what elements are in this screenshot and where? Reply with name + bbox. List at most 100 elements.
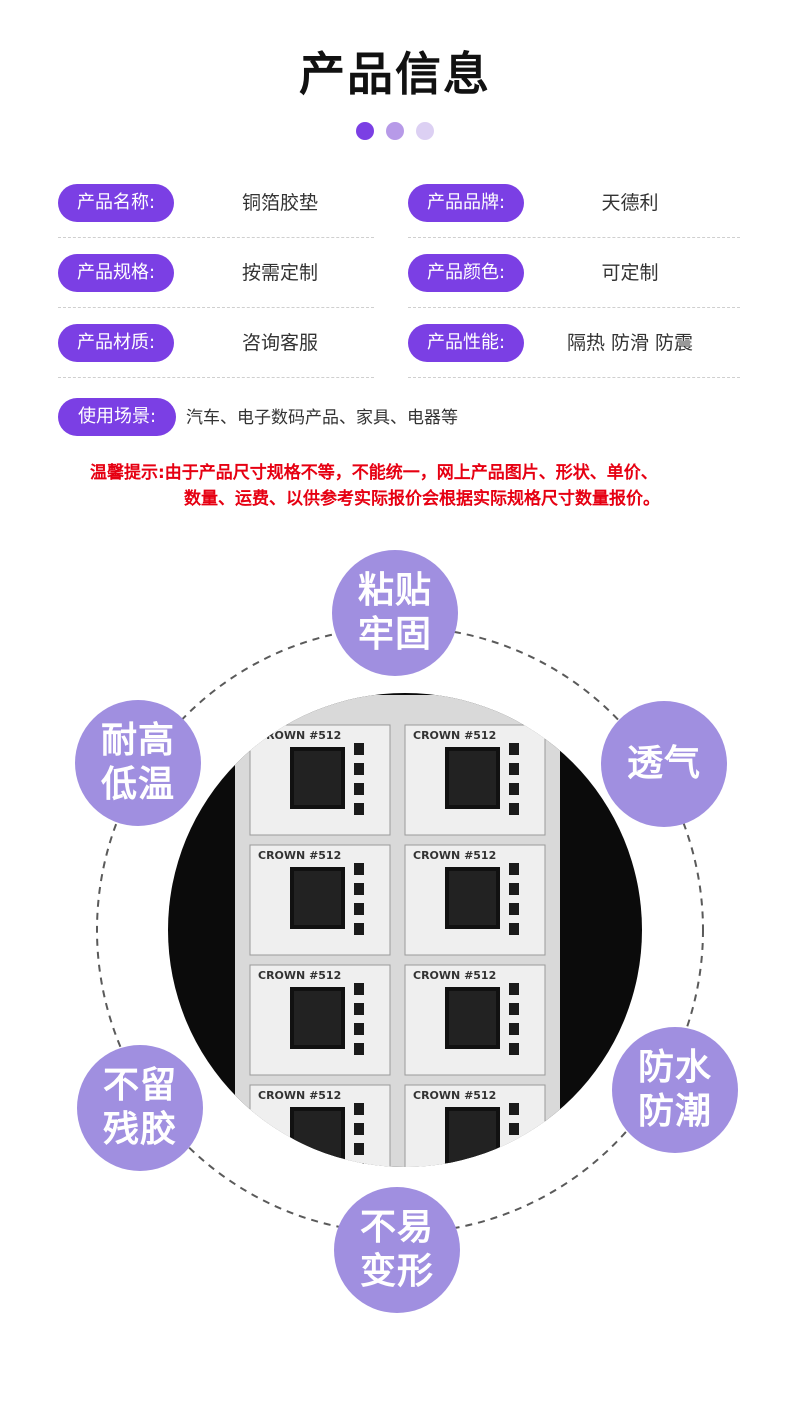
gasket-slot bbox=[509, 883, 519, 895]
gasket-slot bbox=[354, 1043, 364, 1055]
spec-row-2: 产品规格: 按需定制 产品颜色: 可定制 bbox=[58, 252, 740, 322]
notice-line-2: 数量、运费、以供参考实际报价会根据实际规格尺寸数量报价。 bbox=[184, 489, 660, 509]
gasket-window-inner bbox=[449, 751, 496, 805]
spec-label-name: 产品名称: bbox=[58, 184, 174, 222]
gasket-print-text: CROWN #512 bbox=[258, 969, 341, 982]
gasket-slot bbox=[354, 1023, 364, 1035]
gasket-slot bbox=[509, 803, 519, 815]
gasket-window-inner bbox=[294, 871, 341, 925]
gasket-slot bbox=[354, 803, 364, 815]
spec-value-usage: 汽车、电子数码产品、家具、电器等 bbox=[186, 408, 458, 428]
gasket-slot bbox=[354, 1163, 364, 1167]
gasket-slot bbox=[509, 1023, 519, 1035]
gasket-slot bbox=[509, 763, 519, 775]
feature-text: 防潮 bbox=[637, 1091, 712, 1132]
feature-text: 透气 bbox=[626, 743, 701, 784]
gasket-slot bbox=[509, 923, 519, 935]
gasket-print-text: CROWN #512 bbox=[413, 729, 496, 742]
gasket-slot bbox=[354, 763, 364, 775]
feature-bubble-adhesion: 粘贴 牢固 bbox=[332, 550, 458, 676]
feature-text: 低温 bbox=[100, 764, 175, 805]
feature-text: 变形 bbox=[359, 1251, 434, 1292]
gasket-window-inner bbox=[294, 1111, 341, 1165]
gasket-print-text: CROWN #512 bbox=[258, 729, 341, 742]
gasket-print-text: CROWN #512 bbox=[258, 849, 341, 862]
gasket-print-text: CROWN #512 bbox=[413, 849, 496, 862]
spec-label-usage: 使用场景: bbox=[58, 398, 176, 436]
feature-text: 不易 bbox=[359, 1207, 434, 1248]
notice-line-1: 温馨提示:由于产品尺寸规格不等，不能统一，网上产品图片、形状、单价、 bbox=[90, 463, 658, 483]
gasket-slot bbox=[354, 743, 364, 755]
divider bbox=[58, 307, 374, 308]
feature-text: 牢固 bbox=[357, 614, 432, 655]
spec-label-brand: 产品品牌: bbox=[408, 184, 524, 222]
dot-3 bbox=[416, 122, 434, 140]
gasket-slot bbox=[509, 983, 519, 995]
gasket-slot bbox=[354, 903, 364, 915]
gasket-slot bbox=[509, 1143, 519, 1155]
spec-label-material: 产品材质: bbox=[58, 324, 174, 362]
gasket-print-text: CROWN #512 bbox=[258, 1089, 341, 1102]
title-dots bbox=[0, 122, 790, 140]
divider bbox=[408, 237, 740, 238]
feature-text: 耐高 bbox=[100, 720, 175, 761]
spec-value-brand: 天德利 bbox=[601, 192, 659, 214]
feature-bubble-waterproof: 防水 防潮 bbox=[612, 1027, 738, 1153]
divider bbox=[58, 377, 374, 378]
gasket-slot bbox=[354, 983, 364, 995]
feature-bubble-temperature: 耐高 低温 bbox=[75, 700, 201, 826]
spec-value-name: 铜箔胶垫 bbox=[241, 192, 318, 214]
gasket-print-text: CROWN #512 bbox=[413, 969, 496, 982]
gasket-slot bbox=[509, 1003, 519, 1015]
spec-label-performance: 产品性能: bbox=[408, 324, 524, 362]
spec-value-performance: 隔热 防滑 防震 bbox=[566, 332, 694, 354]
gasket-window-inner bbox=[449, 1111, 496, 1165]
gasket-slot bbox=[354, 883, 364, 895]
spec-usage: 使用场景: 汽车、电子数码产品、家具、电器等 bbox=[58, 398, 740, 436]
spec-value-size: 按需定制 bbox=[241, 262, 318, 284]
gasket-slot bbox=[509, 1163, 519, 1167]
feature-text: 不留 bbox=[102, 1065, 177, 1106]
dot-2 bbox=[386, 122, 404, 140]
spec-value-color: 可定制 bbox=[601, 262, 659, 284]
gasket-slot bbox=[509, 863, 519, 875]
gasket-print-text: CROWN #512 bbox=[413, 1089, 496, 1102]
feature-text: 防水 bbox=[637, 1047, 712, 1088]
gasket-slot bbox=[509, 743, 519, 755]
gasket-slot bbox=[354, 863, 364, 875]
feature-text: 粘贴 bbox=[357, 570, 432, 611]
divider bbox=[408, 307, 740, 308]
gasket-slot bbox=[354, 1003, 364, 1015]
spec-label-color: 产品颜色: bbox=[408, 254, 524, 292]
feature-text: 残胶 bbox=[102, 1109, 177, 1150]
gasket-window-inner bbox=[294, 991, 341, 1045]
feature-bubble-no-residue: 不留 残胶 bbox=[77, 1045, 203, 1171]
gasket-slot bbox=[509, 1043, 519, 1055]
gasket-slot bbox=[354, 923, 364, 935]
divider bbox=[408, 377, 740, 378]
dashed-ring bbox=[96, 626, 704, 1234]
gasket-slot bbox=[354, 1143, 364, 1155]
warm-notice: 温馨提示:由于产品尺寸规格不等，不能统一，网上产品图片、形状、单价、 数量、运费… bbox=[90, 460, 730, 512]
gasket-slot bbox=[509, 1103, 519, 1115]
gasket-slot bbox=[509, 903, 519, 915]
gasket-slot bbox=[509, 783, 519, 795]
feature-bubble-deformation: 不易 变形 bbox=[334, 1187, 460, 1313]
gasket-window-inner bbox=[294, 751, 341, 805]
dot-1 bbox=[356, 122, 374, 140]
spec-row-3: 产品材质: 咨询客服 产品性能: 隔热 防滑 防震 bbox=[58, 322, 740, 392]
gasket-slot bbox=[354, 1123, 364, 1135]
spec-label-size: 产品规格: bbox=[58, 254, 174, 292]
gasket-slot bbox=[509, 1123, 519, 1135]
divider bbox=[58, 237, 374, 238]
feature-bubble-breathable: 透气 bbox=[601, 701, 727, 827]
gasket-window-inner bbox=[449, 991, 496, 1045]
gasket-slot bbox=[354, 1103, 364, 1115]
gasket-slot bbox=[354, 783, 364, 795]
gasket-window-inner bbox=[449, 871, 496, 925]
page-title: 产品信息 bbox=[299, 47, 491, 101]
spec-row-1: 产品名称: 铜箔胶垫 产品品牌: 天德利 bbox=[58, 182, 740, 252]
